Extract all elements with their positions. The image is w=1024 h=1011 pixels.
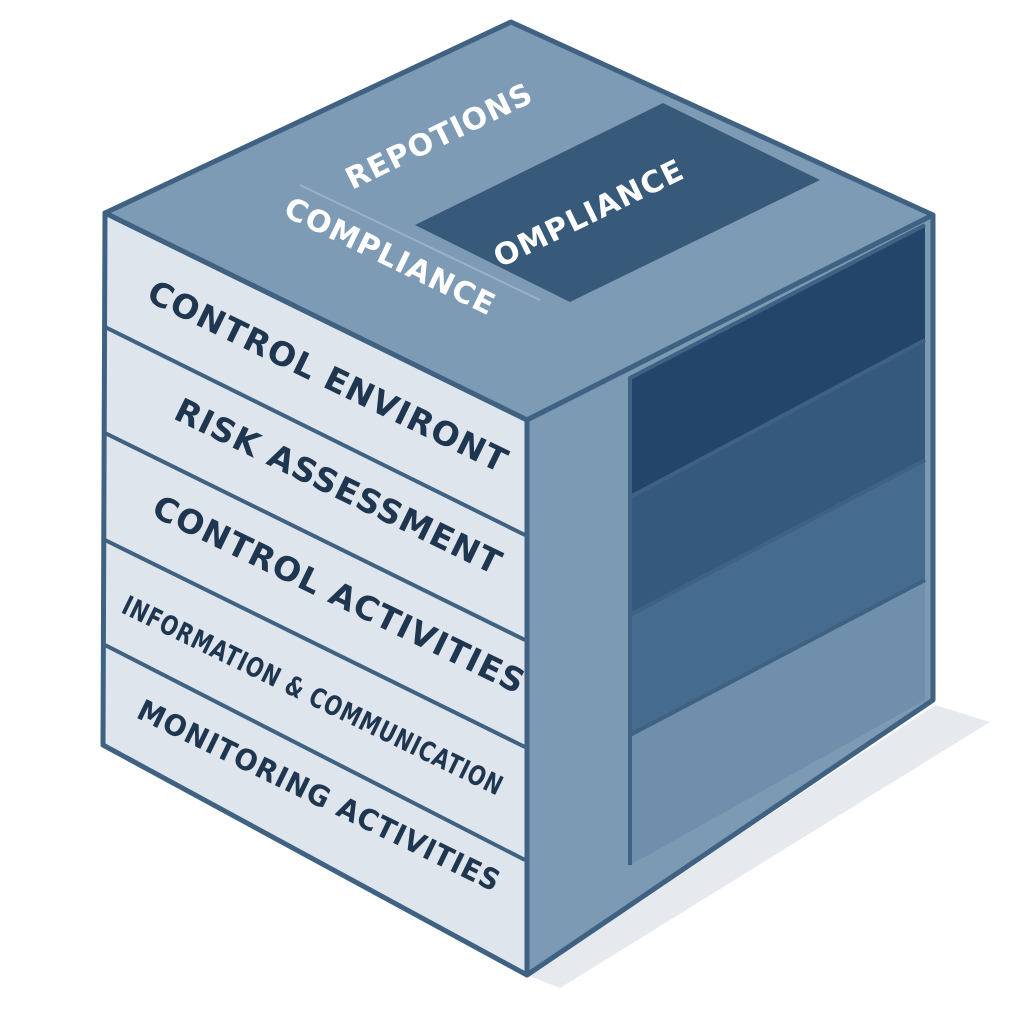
right-band-2	[630, 340, 925, 615]
right-face-dividers	[628, 223, 926, 865]
top-divider	[299, 184, 541, 301]
right-band-1	[630, 225, 925, 497]
top-face-dark-panel	[415, 103, 820, 302]
right-band-3	[630, 460, 925, 735]
left-face-dividers	[104, 325, 526, 862]
right-band-4	[630, 580, 925, 865]
cube-shadow	[527, 705, 990, 988]
